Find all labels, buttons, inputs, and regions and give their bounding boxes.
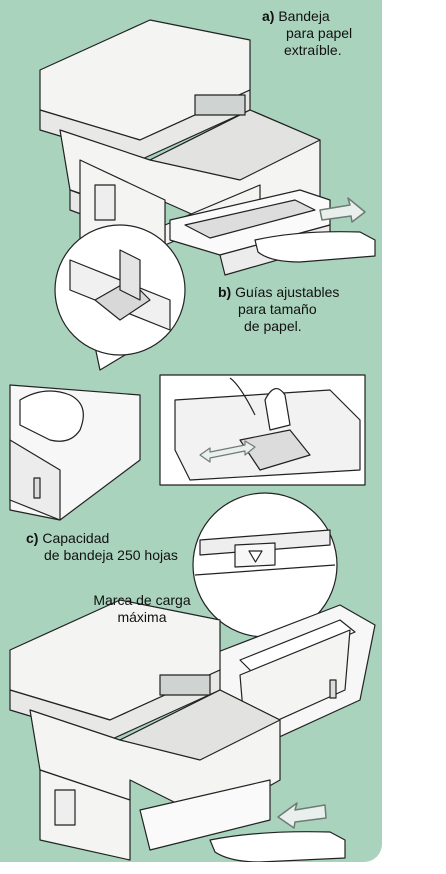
- caption-b-line2: para tamaño: [218, 301, 339, 318]
- caption-c-line1: Capacidad: [42, 530, 109, 546]
- caption-a-line2: para papel: [262, 25, 352, 42]
- caption-mark-line2: máxima: [117, 609, 166, 625]
- caption-b-line3: de papel.: [218, 318, 339, 335]
- caption-a-letter: a): [262, 8, 274, 24]
- caption-a-line1: Bandeja: [278, 8, 329, 24]
- caption-c: c) Capacidad de bandeja 250 hojas: [26, 530, 178, 564]
- arrow-left-icon: [278, 803, 326, 828]
- caption-b: b) Guías ajustables para tamaño de papel…: [218, 284, 339, 335]
- caption-max-mark: Marca de carga máxima: [72, 592, 212, 626]
- caption-a-line3: extraíble.: [262, 42, 352, 59]
- instruction-illustration: [0, 0, 382, 862]
- caption-b-line1: Guías ajustables: [235, 284, 339, 300]
- caption-a: a) Bandeja para papel extraíble.: [262, 8, 352, 59]
- caption-mark-line1: Marca de carga: [93, 592, 190, 608]
- tray-detail-left: [10, 385, 140, 520]
- detail-circle-guides: [55, 225, 185, 370]
- instruction-panel: a) Bandeja para papel extraíble. b) Guía…: [0, 0, 382, 862]
- caption-b-letter: b): [218, 284, 231, 300]
- caption-c-letter: c): [26, 530, 38, 546]
- caption-c-line2: de bandeja 250 hojas: [26, 547, 178, 564]
- tray-detail-guides: [160, 375, 365, 485]
